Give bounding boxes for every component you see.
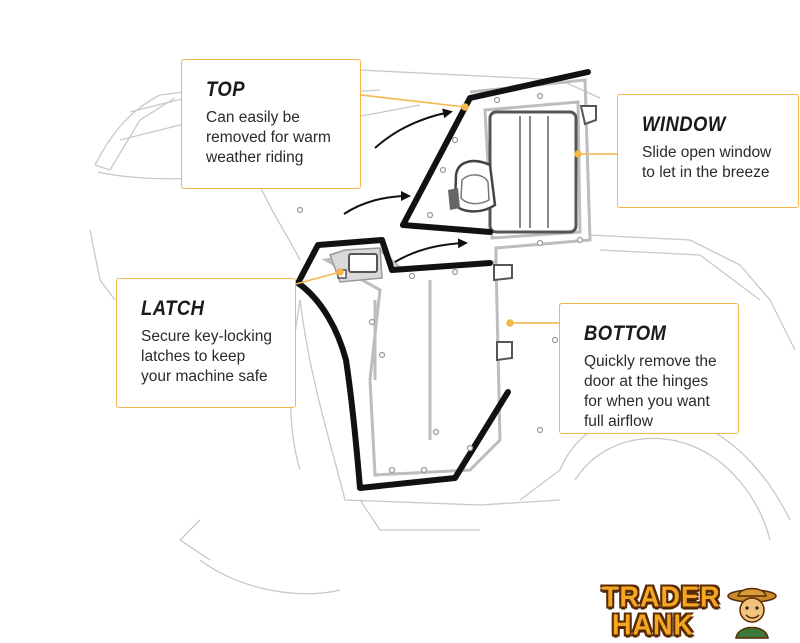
latch-handle-icon xyxy=(329,247,383,283)
hinge-icons xyxy=(493,105,597,362)
trader-hank-logo: TRADER HANK xyxy=(598,580,778,641)
callout-latch-title: LATCH xyxy=(141,297,205,320)
logo-word-hank: HANK xyxy=(612,609,694,641)
callout-latch-text: Secure key-locking latches to keep your … xyxy=(141,328,272,385)
cowboy-mascot-icon xyxy=(727,587,777,639)
arrow-to-door-icon xyxy=(394,238,468,263)
callout-window: WINDOW Slide open window to let in the b… xyxy=(617,94,799,208)
callout-bottom-title: BOTTOM xyxy=(584,322,667,345)
motion-arrows xyxy=(343,108,468,263)
callout-top: TOP Can easily be removed for warm weath… xyxy=(181,59,361,189)
arrow-to-top-icon xyxy=(374,108,453,149)
callout-bottom-text: Quickly remove the door at the hinges fo… xyxy=(584,353,717,430)
callout-window-title: WINDOW xyxy=(642,113,726,136)
logo-word-trader: TRADER xyxy=(602,581,721,613)
rivet-dots xyxy=(296,92,584,474)
side-mirror-icon xyxy=(448,159,497,213)
arrow-to-window-icon xyxy=(343,191,411,215)
window-glass xyxy=(488,110,578,234)
callout-top-title: TOP xyxy=(206,78,245,101)
callout-latch: LATCH Secure key-locking latches to keep… xyxy=(116,278,296,408)
callout-bottom: BOTTOM Quickly remove the door at the hi… xyxy=(559,303,739,434)
door-seal-outline xyxy=(295,69,591,491)
leader-lines xyxy=(295,94,617,327)
callout-window-text: Slide open window to let in the breeze xyxy=(642,144,772,181)
callout-top-text: Can easily be removed for warm weather r… xyxy=(206,109,331,166)
